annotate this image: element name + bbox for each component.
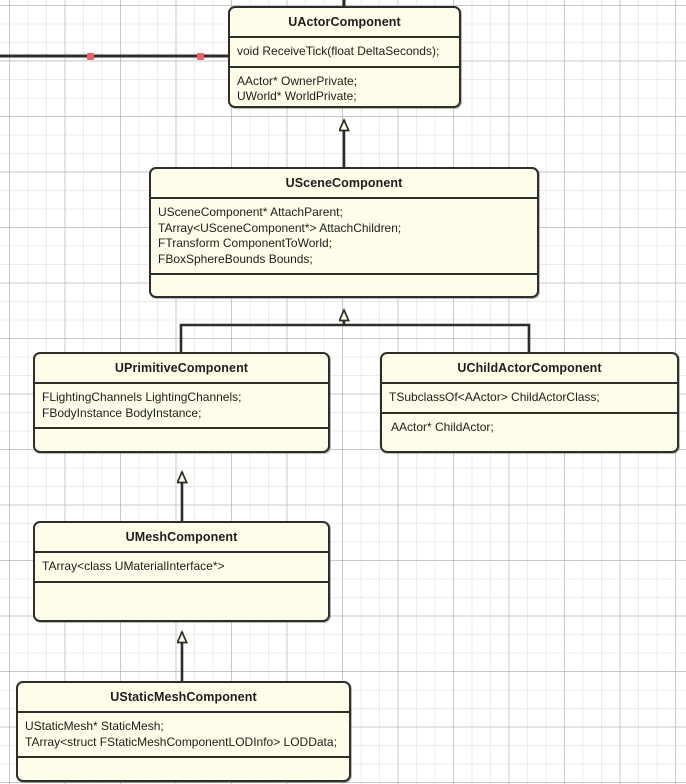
edge-waypoint-marker-2[interactable] (197, 53, 204, 60)
compartment-divider (151, 197, 537, 199)
edge-uprimitivecomponent-to-uscenecomponent (179, 323, 344, 352)
compartment-divider (382, 411, 677, 414)
class-methods-uprimitivecomponent: FLightingChannels LightingChannels; FBod… (42, 390, 242, 420)
class-box-ustaticmeshcomponent[interactable]: UStaticMeshComponent UStaticMesh* Static… (16, 681, 351, 782)
class-attributes-uscenecomponent (151, 275, 537, 296)
compartment-divider (230, 65, 459, 68)
class-box-umeshcomponent[interactable]: UMeshComponent TArray<class UMaterialInt… (33, 521, 330, 622)
compartment-divider (35, 427, 328, 429)
compartment-divider (35, 551, 328, 553)
class-attributes-ustaticmeshcomponent (18, 758, 349, 780)
class-box-uactorcomponent[interactable]: UActorComponent void ReceiveTick(float D… (228, 6, 461, 108)
class-methods-uscenecomponent: USceneComponent* AttachParent; TArray<US… (158, 205, 402, 266)
edge-uchildactorcomponent-to-uscenecomponent (344, 323, 531, 352)
class-box-uprimitivecomponent[interactable]: UPrimitiveComponent FLightingChannels Li… (33, 352, 330, 453)
class-attributes-uchildactorcomponent: AActor* ChildActor; (391, 419, 494, 434)
class-name-uchildactorcomponent: UChildActorComponent (457, 361, 602, 375)
class-attributes-uactorcomponent: AActor* OwnerPrivate; UWorld* WorldPriva… (237, 73, 358, 104)
class-attributes-uprimitivecomponent (35, 429, 328, 451)
class-box-uscenecomponent[interactable]: USceneComponent USceneComponent* AttachP… (149, 167, 539, 298)
class-name-uactorcomponent: UActorComponent (288, 15, 401, 29)
class-methods-ustaticmeshcomponent: UStaticMesh* StaticMesh; TArray<struct F… (25, 719, 337, 749)
class-name-ustaticmeshcomponent: UStaticMeshComponent (110, 690, 257, 704)
compartment-divider (230, 36, 459, 38)
class-box-uchildactorcomponent[interactable]: UChildActorComponent TSubclassOf<AActor>… (380, 352, 679, 453)
compartment-divider (18, 711, 349, 713)
compartment-divider (35, 382, 328, 384)
class-name-uscenecomponent: USceneComponent (285, 176, 403, 190)
class-methods-umeshcomponent: TArray<class UMaterialInterface*> (42, 559, 225, 573)
class-methods-uchildactorcomponent: TSubclassOf<AActor> ChildActorClass; (389, 390, 600, 404)
class-methods-uactorcomponent: void ReceiveTick(float DeltaSeconds); (237, 44, 440, 58)
compartment-divider (151, 273, 537, 275)
class-name-uprimitivecomponent: UPrimitiveComponent (114, 361, 249, 375)
edge-waypoint-marker-1[interactable] (87, 53, 94, 60)
class-attributes-umeshcomponent (35, 583, 328, 611)
class-name-umeshcomponent: UMeshComponent (125, 530, 238, 544)
compartment-divider (18, 756, 349, 758)
compartment-divider (35, 580, 328, 583)
compartment-divider (382, 382, 677, 384)
